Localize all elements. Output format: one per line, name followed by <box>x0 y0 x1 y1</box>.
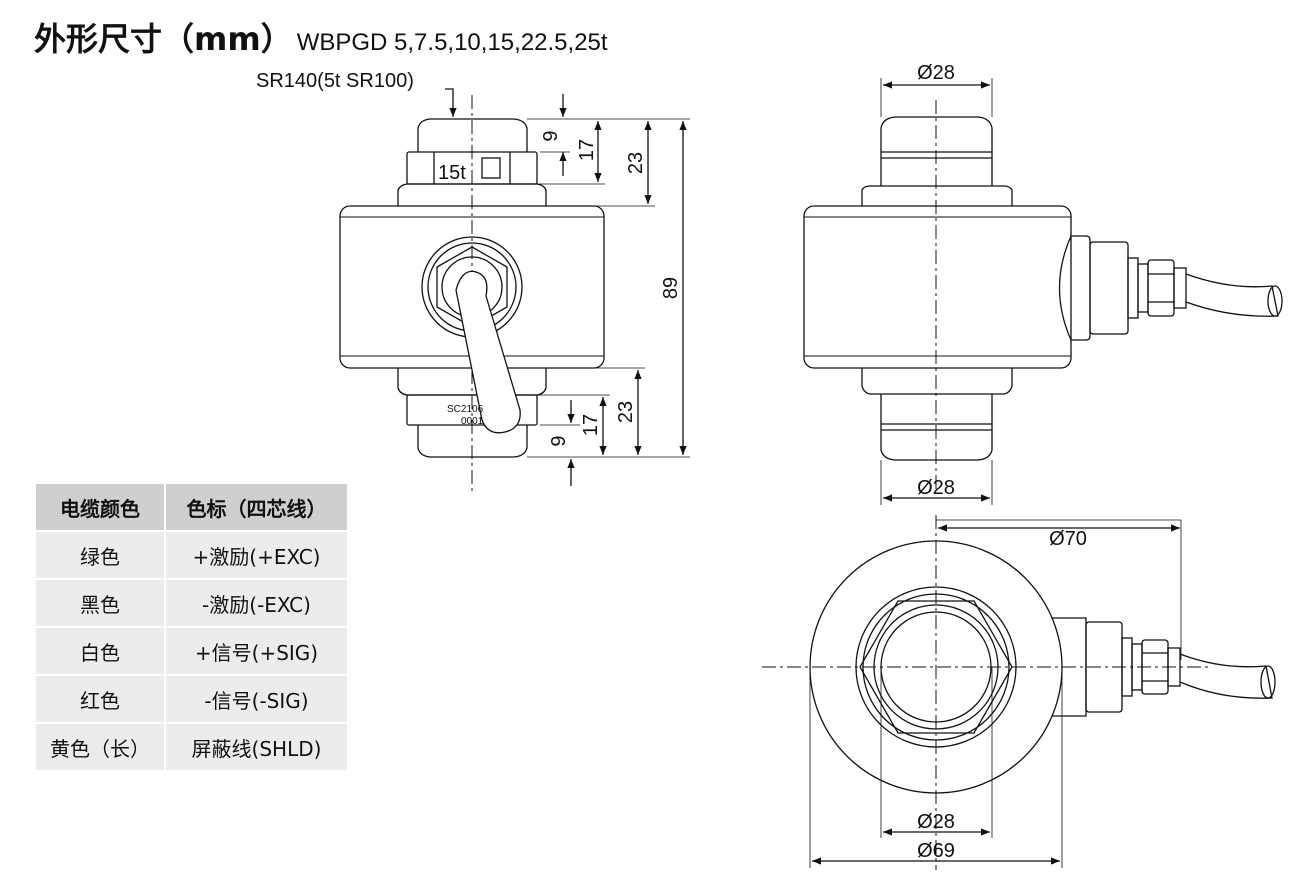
capacity-mark: 15t <box>438 162 466 184</box>
table-row: 绿色 +激励(+EXC) <box>36 532 347 578</box>
title-models: WBPGD 5,7.5,10,15,22.5,25t <box>296 29 608 56</box>
radius-note: SR140(5t SR100) <box>256 70 414 92</box>
dim-bottom-9: 9 <box>548 435 570 446</box>
page-title: 外形尺寸（mm）WBPGD 5,7.5,10,15,22.5,25t <box>34 14 608 60</box>
side-dia-bottom: Ø28 <box>917 477 955 499</box>
cell-signal: +激励(+EXC) <box>166 532 347 578</box>
dim-bottom-17: 17 <box>580 414 602 436</box>
table-row: 白色 +信号(+SIG) <box>36 628 347 674</box>
cell-color: 绿色 <box>36 532 164 578</box>
title-dimensions: 外形尺寸（mm） <box>34 20 293 58</box>
side-dia-top: Ø28 <box>917 62 955 84</box>
dim-top-23: 23 <box>625 152 647 174</box>
header-cable-color: 电缆颜色 <box>36 484 164 530</box>
side-view <box>803 78 1283 505</box>
wire-color-table: 电缆颜色 色标（四芯线） 绿色 +激励(+EXC) 黑色 -激励(-EXC) 白… <box>34 482 349 772</box>
header-color-code: 色标（四芯线） <box>166 484 347 530</box>
plan-view <box>762 515 1276 870</box>
dim-bottom-23: 23 <box>615 401 637 423</box>
cell-color: 黑色 <box>36 580 164 626</box>
cell-signal: 屏蔽线(SHLD) <box>166 724 347 770</box>
cell-signal: -激励(-EXC) <box>166 580 347 626</box>
cell-color: 黄色（长） <box>36 724 164 770</box>
plan-dia-69: Ø69 <box>917 840 955 862</box>
dim-top-17: 17 <box>576 139 598 161</box>
cell-color: 白色 <box>36 628 164 674</box>
table-row: 红色 -信号(-SIG) <box>36 676 347 722</box>
serial-line-1: SC2106 <box>447 404 484 415</box>
cell-signal: -信号(-SIG) <box>166 676 347 722</box>
cell-signal: +信号(+SIG) <box>166 628 347 674</box>
table-row: 黑色 -激励(-EXC) <box>36 580 347 626</box>
table-header-row: 电缆颜色 色标（四芯线） <box>36 484 347 530</box>
serial-line-2: 0001 <box>461 416 484 427</box>
plan-dia-70: Ø70 <box>1049 528 1087 550</box>
table-row: 黄色（长） 屏蔽线(SHLD) <box>36 724 347 770</box>
dim-top-9: 9 <box>540 130 562 141</box>
front-view <box>339 88 690 495</box>
plan-dia-28: Ø28 <box>917 811 955 833</box>
dim-total-89: 89 <box>660 277 682 299</box>
cell-color: 红色 <box>36 676 164 722</box>
